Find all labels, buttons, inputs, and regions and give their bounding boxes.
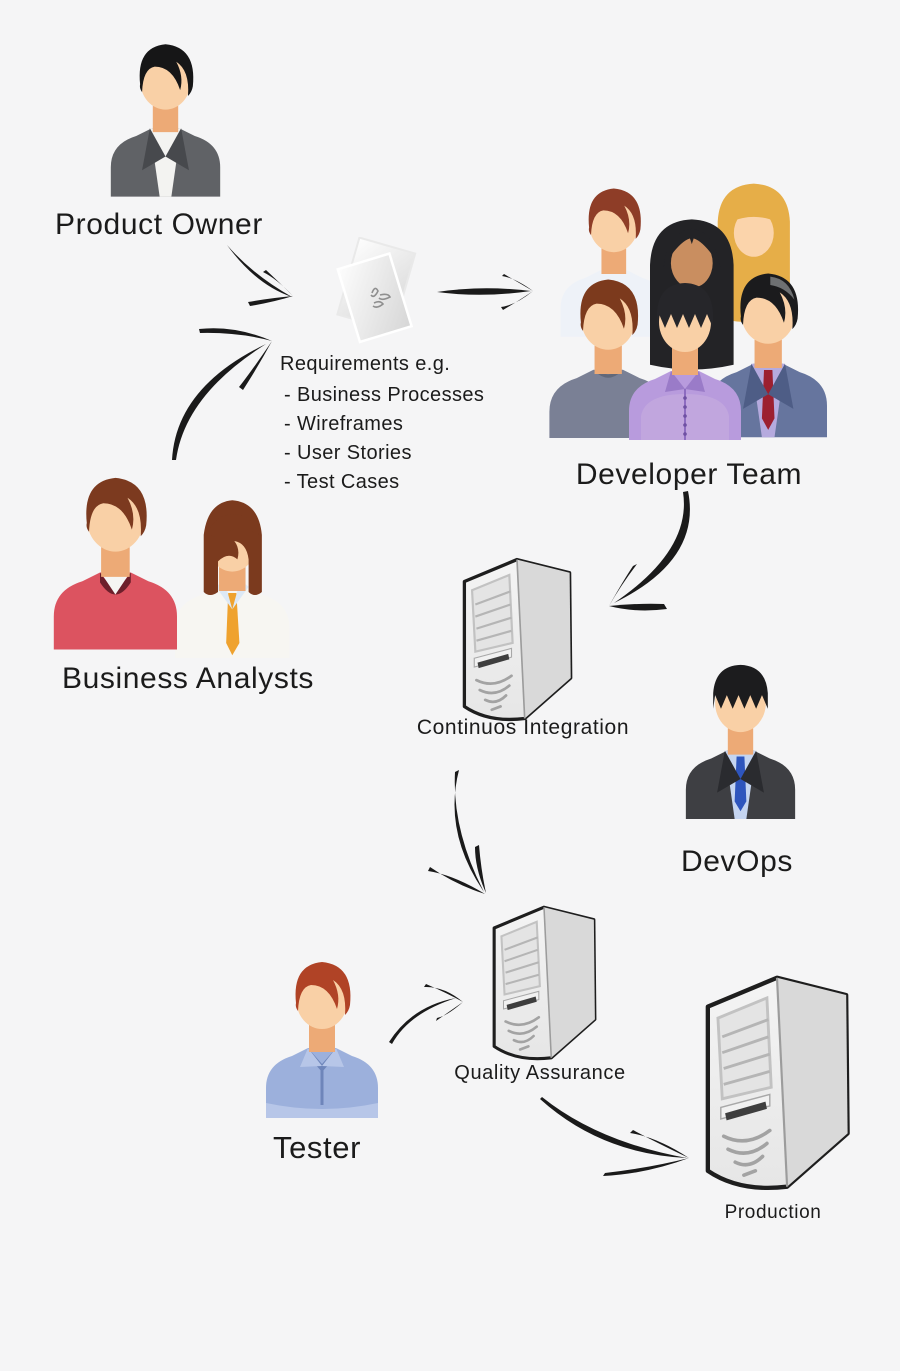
arrow-ci-to-quality-assurance-icon (428, 770, 486, 894)
requirements-title: Requirements e.g. (280, 353, 451, 375)
arrow-requirements-to-developer-team-icon (437, 274, 533, 310)
requirements-list: Requirements e.g. - Business Processes -… (280, 350, 484, 497)
production-server-icon (702, 972, 852, 1191)
quality-assurance-label: Quality Assurance (454, 1062, 626, 1084)
arrow-tester-to-quality-assurance-icon (389, 984, 463, 1044)
arrow-developer-team-to-ci-icon (609, 491, 690, 611)
developer-team-icon (549, 183, 827, 440)
requirement-item: - Wireframes (284, 413, 404, 435)
quality-assurance-server-icon (492, 905, 597, 1061)
tester-label: Tester (272, 1130, 362, 1165)
continuous-integration-label: Continuos Integration (416, 716, 630, 739)
requirements-documents-icon (336, 237, 417, 344)
devops-label: DevOps (681, 845, 793, 878)
developer-team-label: Developer Team (575, 458, 803, 491)
product-owner-label: Product Owner (55, 208, 263, 241)
business-analysts-label: Business Analysts (62, 662, 314, 695)
product-owner-icon (110, 44, 221, 197)
tester-icon (266, 962, 378, 1118)
requirement-item: - Test Cases (284, 471, 400, 493)
requirement-item: - Business Processes (284, 384, 485, 406)
continuous-integration-server-icon (462, 557, 573, 722)
arrow-quality-assurance-to-production-icon (540, 1097, 689, 1176)
requirement-item: - User Stories (284, 442, 412, 464)
paperclip-doodles-icon (370, 287, 392, 308)
production-label: Production (724, 1202, 822, 1223)
devops-icon (685, 664, 796, 819)
arrow-business-analysts-to-requirements-icon (172, 328, 272, 460)
arrow-product-owner-to-requirements-icon (227, 245, 293, 306)
business-analysts-icon (53, 477, 290, 658)
